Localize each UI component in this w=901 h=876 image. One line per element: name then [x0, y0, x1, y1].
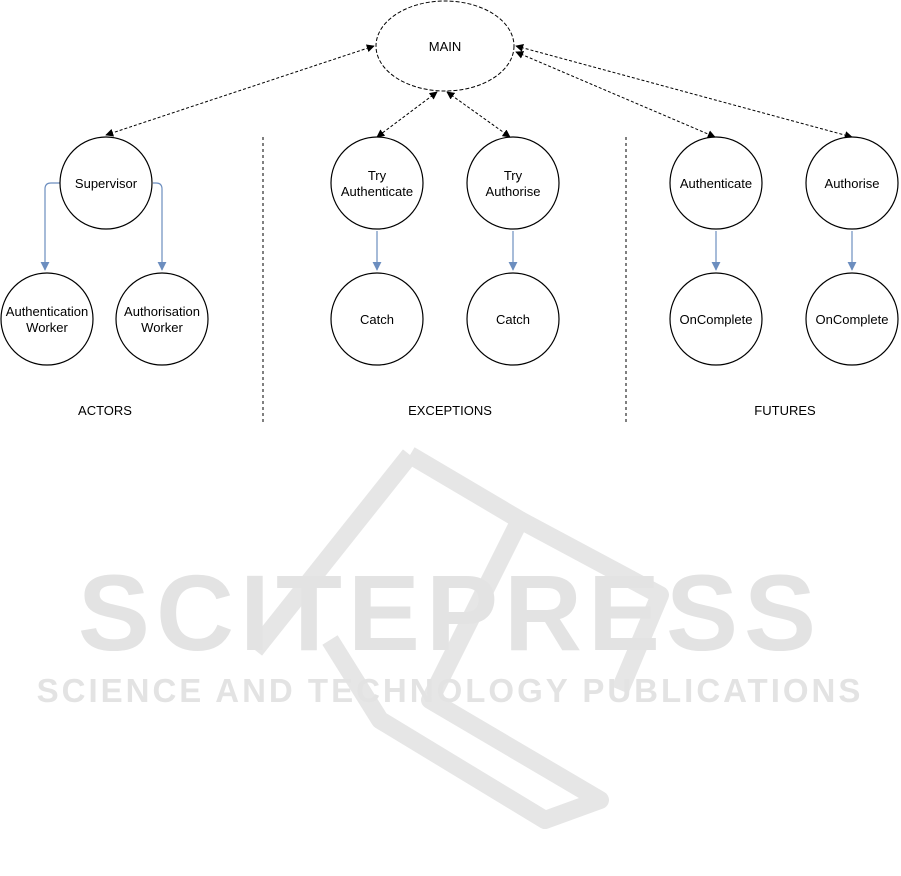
edge-main-authenticate: [516, 52, 715, 137]
section-label-actors: ACTORS: [78, 403, 132, 418]
node-label: Authenticate: [341, 184, 413, 199]
node-label: Worker: [26, 320, 68, 335]
node-label: Authorise: [825, 176, 880, 191]
node-supervisor: Supervisor: [60, 137, 152, 229]
node-circle: [116, 273, 208, 365]
main-node: MAIN: [376, 1, 514, 91]
edge-main-try-authorise: [447, 92, 510, 137]
node-catch-1: Catch: [331, 273, 423, 365]
node-label: Authorisation: [124, 304, 200, 319]
node-catch-2: Catch: [467, 273, 559, 365]
edge-supervisor-authz-worker: [153, 183, 162, 270]
node-authenticate: Authenticate: [670, 137, 762, 229]
section-label-futures: FUTURES: [754, 403, 816, 418]
node-label: Authentication: [6, 304, 88, 319]
node-label: OnComplete: [816, 312, 889, 327]
node-label: Worker: [141, 320, 183, 335]
node-oncomplete-2: OnComplete: [806, 273, 898, 365]
node-label: Catch: [360, 312, 394, 327]
main-node-label: MAIN: [429, 39, 462, 54]
nodes-layer: SupervisorAuthenticationWorkerAuthorisat…: [1, 137, 898, 365]
node-circle: [467, 137, 559, 229]
node-label: Supervisor: [75, 176, 138, 191]
node-oncomplete-1: OnComplete: [670, 273, 762, 365]
node-label: OnComplete: [680, 312, 753, 327]
edge-supervisor-auth-worker: [45, 183, 61, 270]
node-label: Try: [504, 168, 523, 183]
edge-main-try-authenticate: [377, 92, 437, 137]
node-label: Try: [368, 168, 387, 183]
node-authorise: Authorise: [806, 137, 898, 229]
edge-main-supervisor: [106, 46, 374, 135]
watermark-subtitle: SCIENCE AND TECHNOLOGY PUBLICATIONS: [37, 672, 864, 709]
node-label: Catch: [496, 312, 530, 327]
watermark: SCITEPRESS SCIENCE AND TECHNOLOGY PUBLIC…: [37, 455, 864, 820]
node-circle: [331, 137, 423, 229]
node-label: Authenticate: [680, 176, 752, 191]
section-label-exceptions: EXCEPTIONS: [408, 403, 492, 418]
node-label: Authorise: [486, 184, 541, 199]
watermark-title: SCITEPRESS: [78, 552, 822, 673]
node-circle: [1, 273, 93, 365]
